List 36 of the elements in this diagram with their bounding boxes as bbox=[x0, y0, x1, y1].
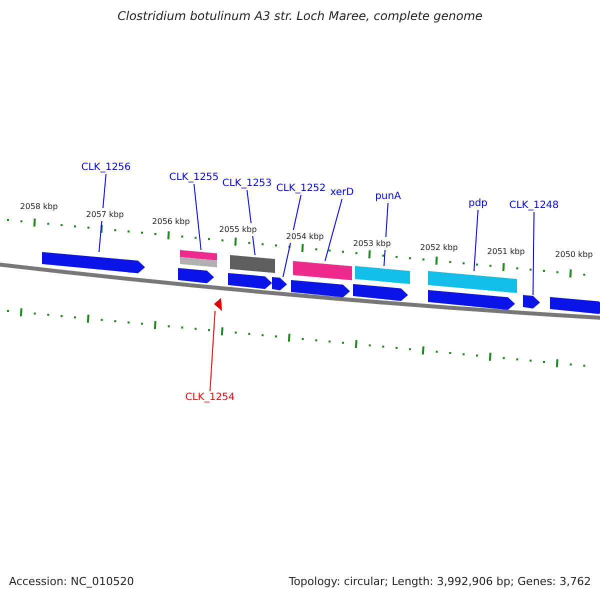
scale-label: 2051 kbp bbox=[487, 245, 525, 258]
leader-line bbox=[194, 184, 202, 250]
gene-feature bbox=[291, 261, 352, 298]
gene-feature bbox=[228, 255, 275, 289]
gene-feature bbox=[523, 295, 540, 309]
footer-text: Accession: NC_010520 bbox=[9, 575, 134, 588]
gene-feature bbox=[214, 298, 222, 311]
gene-feature bbox=[428, 271, 517, 310]
scale-label: 2058 kbp bbox=[20, 200, 58, 213]
leader-line bbox=[474, 210, 478, 272]
gene-label: CLK_1248 bbox=[509, 199, 559, 212]
scale-label: 2054 kbp bbox=[286, 230, 324, 243]
gene-feature bbox=[353, 266, 410, 301]
title: Clostridium botulinum A3 str. Loch Maree, complete genome bbox=[117, 10, 483, 23]
gene-label: CLK_1252 bbox=[276, 182, 326, 195]
scale-label: 2057 kbp bbox=[86, 208, 124, 221]
leader-line bbox=[210, 310, 216, 392]
gene-label: punA bbox=[375, 190, 401, 203]
gene-feature bbox=[42, 252, 145, 274]
scale-label: 2052 kbp bbox=[420, 241, 458, 254]
scale-label: 2050 kbp bbox=[555, 248, 593, 261]
gene-feature bbox=[272, 277, 287, 290]
gene-feature bbox=[178, 250, 217, 284]
scale-label: 2053 kbp bbox=[353, 237, 391, 250]
gene-label: CLK_1254 bbox=[185, 391, 235, 404]
scale-label: 2055 kbp bbox=[219, 223, 257, 236]
footer-text: Topology: circular; Length: 3,992,906 bp; Genes: 3,762 bbox=[288, 575, 591, 588]
gene-label: pdp bbox=[468, 197, 488, 210]
gene-feature bbox=[550, 297, 600, 314]
scale-label: 2056 kbp bbox=[152, 215, 190, 228]
leader-line bbox=[532, 212, 534, 296]
gene-label: xerD bbox=[330, 186, 354, 199]
leader-line bbox=[324, 198, 342, 262]
gene-label: CLK_1256 bbox=[81, 161, 131, 174]
gene-label: CLK_1253 bbox=[222, 177, 272, 190]
gene-label: CLK_1255 bbox=[169, 171, 219, 184]
